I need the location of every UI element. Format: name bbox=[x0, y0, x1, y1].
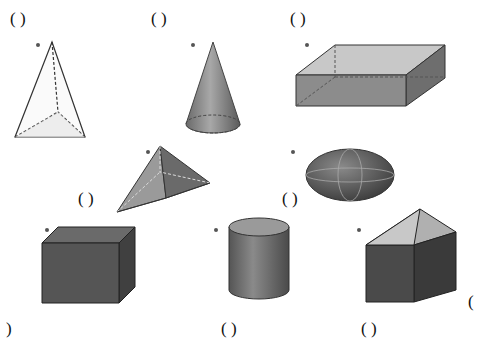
answer-bracket: ( ) bbox=[10, 10, 26, 27]
cuboid bbox=[296, 45, 445, 106]
answer-bracket: ) bbox=[6, 320, 12, 337]
cube bbox=[42, 227, 135, 303]
sphere bbox=[306, 149, 394, 201]
answer-bracket: ( ) bbox=[78, 190, 94, 207]
triangular-prism bbox=[366, 209, 456, 302]
cylinder bbox=[229, 218, 289, 299]
answer-bracket: ( ) bbox=[151, 10, 167, 27]
answer-bracket: ( ) bbox=[221, 320, 237, 337]
answer-bracket: ( bbox=[468, 293, 474, 310]
tetrahedron bbox=[15, 42, 85, 137]
square-pyramid bbox=[117, 146, 210, 212]
answer-bracket: ( ) bbox=[290, 10, 306, 27]
answer-bracket: ( ) bbox=[361, 320, 377, 337]
answer-bracket: ( ) bbox=[282, 190, 298, 207]
cone bbox=[186, 42, 240, 133]
